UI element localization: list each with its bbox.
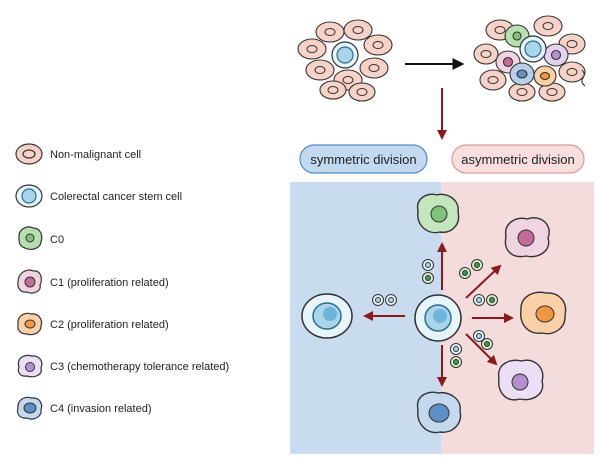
c4-cell-icon [16,396,43,420]
c2-cell-icon [17,312,43,336]
stem-cell-icon [331,41,359,69]
daughter-c4-cell [416,391,462,434]
symmetric-division-text: symmetric division [310,152,416,167]
central-stem-cell [414,294,462,342]
stem-cell-icon [519,35,547,63]
c1-cell-icon [17,269,42,294]
symmetric-division-label: symmetric division [299,144,428,174]
legend-item-c2: C2 (proliferation related) [17,312,169,336]
stem-cell-icon [15,184,43,208]
legend-label: C0 [50,234,64,246]
chromosome-pairs [372,259,498,368]
legend-label: Colerectal cancer stem cell [50,191,182,203]
legend-label: C4 (invasion related) [50,403,152,415]
legend-item-c1: C1 (proliferation related) [17,269,169,294]
legend-item-c3: C3 (chemotherapy tolerance related) [17,354,229,378]
daughter-c2-cell [520,291,567,335]
asymmetric-division-label: asymmetric division [451,144,585,174]
legend-item-c0: C0 [18,226,64,250]
legend-item-c4: C4 (invasion related) [16,396,152,420]
legend-label: C3 (chemotherapy tolerance related) [50,361,229,373]
legend: Non-malignant cell Colerectal cancer ste… [15,143,229,420]
division-arrows [363,242,514,387]
symmetric-daughter-stem-cell [301,293,353,339]
daughter-c1-cell [504,217,550,258]
legend-label: C2 (proliferation related) [50,319,169,331]
legend-item-stem-cell: Colerectal cancer stem cell [15,184,182,208]
asymmetric-division-text: asymmetric division [461,152,574,167]
tumor-cluster [473,15,586,102]
legend-label: Non-malignant cell [50,149,141,161]
legend-item-non-malignant: Non-malignant cell [15,143,141,165]
daughter-c3-cell [497,359,544,401]
c3-cell-icon [17,354,43,378]
daughter-c0-cell [416,193,460,234]
non-malignant-cell-icon [15,143,43,165]
legend-label: C1 (proliferation related) [50,277,169,289]
normal-tissue-cluster [297,19,393,102]
c0-cell-icon [18,226,43,250]
